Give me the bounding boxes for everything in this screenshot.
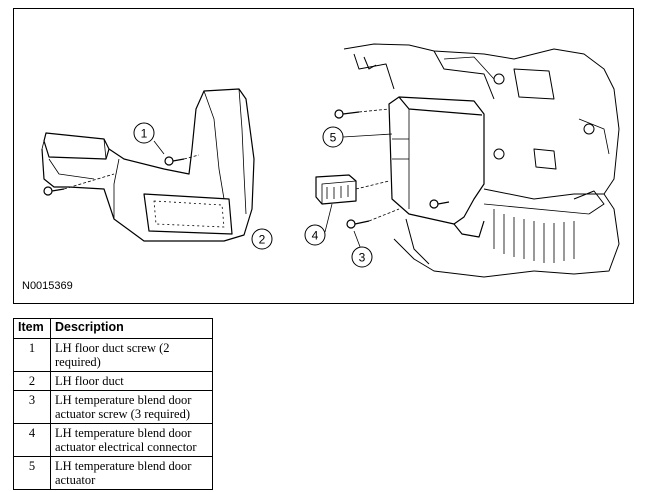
table-row: 3 LH temperature blend door actuator scr… — [13, 390, 213, 424]
electrical-connector-drawing — [315, 174, 390, 205]
blend-door-actuator-drawing — [388, 96, 485, 238]
illustration-frame: 1 2 5 4 3 N0015369 — [13, 8, 634, 304]
row-description: LH floor duct — [50, 371, 213, 391]
callout-3-label: 3 — [359, 251, 366, 265]
legend-table: Item Description 1 LH floor duct screw (… — [13, 318, 213, 490]
table-row: 2 LH floor duct — [13, 371, 213, 391]
table-row: 1 LH floor duct screw (2 required) — [13, 338, 213, 372]
legend-header-row: Item Description — [13, 318, 213, 339]
figure-id: N0015369 — [22, 280, 73, 292]
header-item: Item — [13, 318, 51, 339]
floor-duct-drawing — [41, 88, 255, 242]
row-description: LH temperature blend door actuator — [50, 456, 213, 490]
callout-4: 4 — [304, 224, 326, 246]
hvac-housing-drawing — [343, 43, 620, 278]
actuator-screws-drawing — [334, 108, 450, 229]
callout-2: 2 — [251, 228, 273, 250]
table-row: 4 LH temperature blend door actuator ele… — [13, 423, 213, 457]
row-item: 4 — [13, 423, 51, 457]
row-item: 1 — [13, 338, 51, 372]
row-item: 3 — [13, 390, 51, 424]
callout-2-label: 2 — [259, 233, 266, 247]
table-row: 5 LH temperature blend door actuator — [13, 456, 213, 490]
callout-3: 3 — [351, 246, 373, 268]
callout-1: 1 — [133, 122, 155, 144]
row-item: 5 — [13, 456, 51, 490]
row-description: LH floor duct screw (2 required) — [50, 338, 213, 372]
floor-duct-screws-drawing — [43, 154, 200, 196]
header-description: Description — [50, 318, 213, 339]
callout-5: 5 — [322, 126, 344, 148]
row-description: LH temperature blend door actuator screw… — [50, 390, 213, 424]
callout-1-label: 1 — [141, 127, 148, 141]
callout-4-label: 4 — [312, 229, 319, 243]
row-description: LH temperature blend door actuator elect… — [50, 423, 213, 457]
exploded-view-drawing: 1 2 5 4 3 — [41, 43, 620, 278]
callout-5-label: 5 — [330, 131, 337, 145]
row-item: 2 — [13, 371, 51, 391]
